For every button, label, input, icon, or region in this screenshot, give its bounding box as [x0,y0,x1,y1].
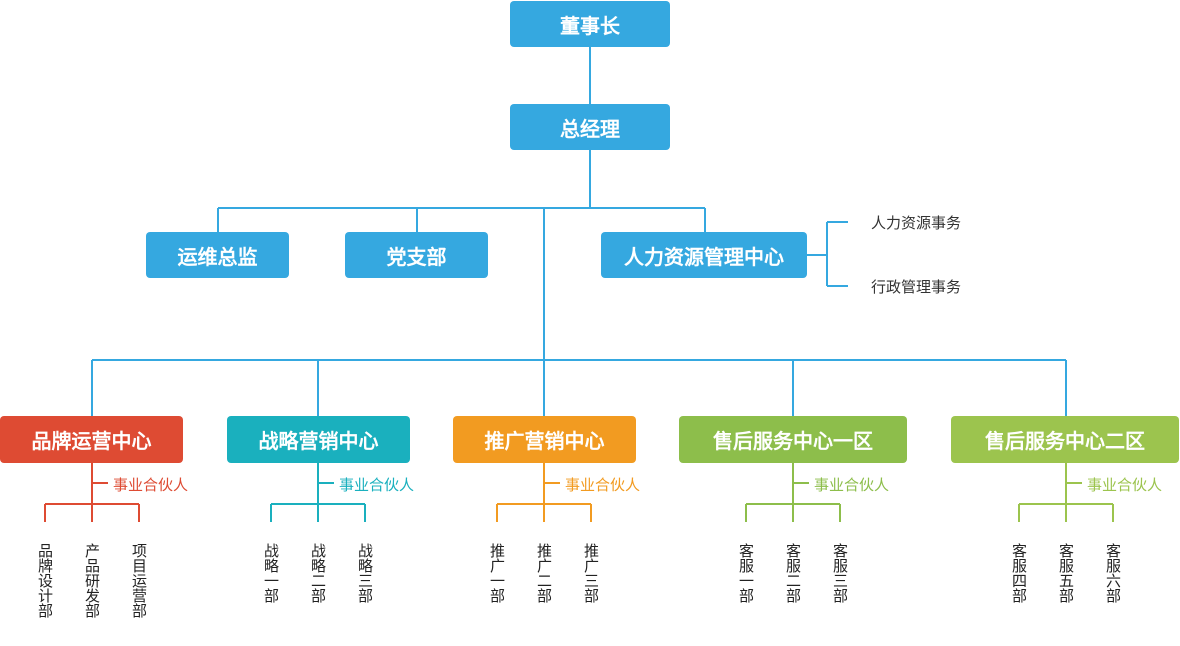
sub-department-label: 品牌设计部 [36,543,54,618]
partner-label: 事业合伙人 [339,476,415,494]
center-box: 推广营销中心 [453,416,636,463]
general-manager-box: 总经理 [510,104,670,150]
sub-department-label: 战略一部 [262,543,280,603]
chairman-box: 董事长 [510,1,670,47]
partner-label: 事业合伙人 [1087,476,1163,494]
hr-affairs-label: 人力资源事务 [871,214,962,232]
hr-center-box: 人力资源管理中心 [601,232,807,278]
sub-department-label: 推广三部 [582,543,600,603]
party-branch-box: 党支部 [345,232,488,278]
sub-department-label: 客服三部 [831,543,849,603]
sub-department-label: 推广二部 [535,543,553,603]
center-box: 售后服务中心二区 [951,416,1179,463]
center-box: 售后服务中心一区 [679,416,907,463]
admin-affairs-label: 行政管理事务 [871,278,962,296]
sub-department-label: 项目运营部 [130,543,148,618]
partner-label: 事业合伙人 [814,476,890,494]
sub-department-label: 客服二部 [784,543,802,603]
sub-department-label: 客服六部 [1104,543,1122,603]
sub-department-label: 客服五部 [1057,543,1075,603]
sub-department-label: 推广一部 [488,543,506,603]
sub-department-label: 产品研发部 [83,543,101,618]
partner-label: 事业合伙人 [113,476,189,494]
ops-director-box: 运维总监 [146,232,289,278]
sub-department-label: 客服四部 [1010,543,1028,603]
sub-department-label: 客服一部 [737,543,755,603]
sub-department-label: 战略二部 [309,543,327,603]
partner-label: 事业合伙人 [565,476,641,494]
sub-department-label: 战略三部 [356,543,374,603]
center-box: 战略营销中心 [227,416,410,463]
center-box: 品牌运营中心 [0,416,183,463]
